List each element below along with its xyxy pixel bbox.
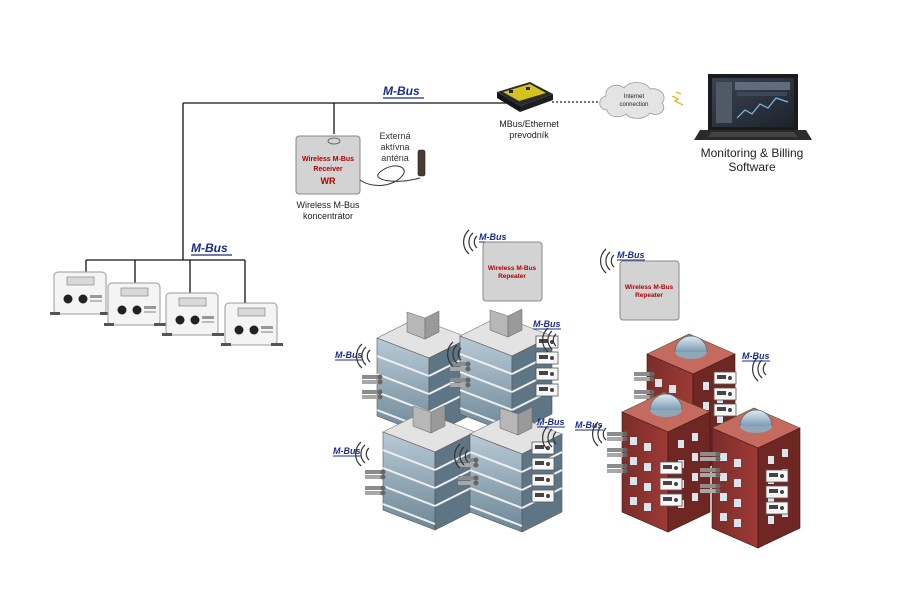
signal-bolt-icon	[671, 91, 684, 106]
converter-label-1: MBus/Ethernet	[499, 119, 559, 129]
software-label-2: Software	[728, 160, 776, 174]
wireless-repeater-1: Wireless M-Bus Repeater	[462, 229, 543, 302]
mbus-ethernet-converter-icon	[497, 82, 553, 112]
bus-wiring	[85, 102, 515, 303]
wireless-receiver-box: Wireless M-Bus Receiver WR	[295, 135, 361, 195]
heat-meter	[161, 292, 225, 337]
svg-text:M-Bus: M-Bus	[191, 241, 228, 255]
receiver-caption-1: Wireless M-Bus	[296, 200, 360, 210]
antenna-cable	[359, 165, 421, 187]
software-label-1: Monitoring & Billing	[701, 146, 804, 160]
internet-cloud-icon: Internet connection	[599, 82, 665, 119]
converter-label-2: prevodník	[509, 130, 549, 140]
internet-label-1: Internet	[624, 94, 645, 100]
apartment-tower	[607, 391, 711, 533]
heat-meter-group	[49, 271, 284, 347]
repeater1-line1: Wireless M-Bus	[488, 265, 537, 272]
repeater1-line2: Repeater	[498, 273, 526, 280]
heat-meter	[103, 282, 167, 327]
office-building	[453, 406, 566, 533]
mbus-logo-meters: M-Bus	[191, 241, 232, 256]
internet-label-2: connection	[619, 102, 648, 108]
receiver-caption-2: koncentrátor	[303, 211, 353, 221]
antenna-label-3: anténa	[381, 153, 409, 163]
heat-meter	[49, 271, 113, 316]
heat-meter	[220, 302, 284, 347]
repeater2-line1: Wireless M-Bus	[625, 284, 674, 291]
receiver-line2: Receiver	[313, 166, 342, 173]
apartment-tower-cluster	[574, 333, 801, 549]
receiver-line3: WR	[321, 176, 336, 186]
svg-text:M-Bus: M-Bus	[383, 84, 420, 98]
antenna-label-2: aktívna	[380, 142, 409, 152]
wireless-repeater-2: Wireless M-Bus Repeater	[599, 248, 680, 321]
apartment-tower	[700, 407, 801, 549]
receiver-line1: Wireless M-Bus	[302, 156, 354, 163]
office-building-cluster	[332, 308, 566, 533]
antenna-icon	[417, 149, 426, 177]
office-building	[334, 310, 470, 437]
antenna-label-1: Externá	[379, 131, 410, 141]
repeater2-line2: Repeater	[635, 292, 663, 299]
laptop-icon	[694, 74, 812, 140]
mbus-logo-main: M-Bus	[383, 84, 424, 99]
office-building	[332, 404, 476, 531]
